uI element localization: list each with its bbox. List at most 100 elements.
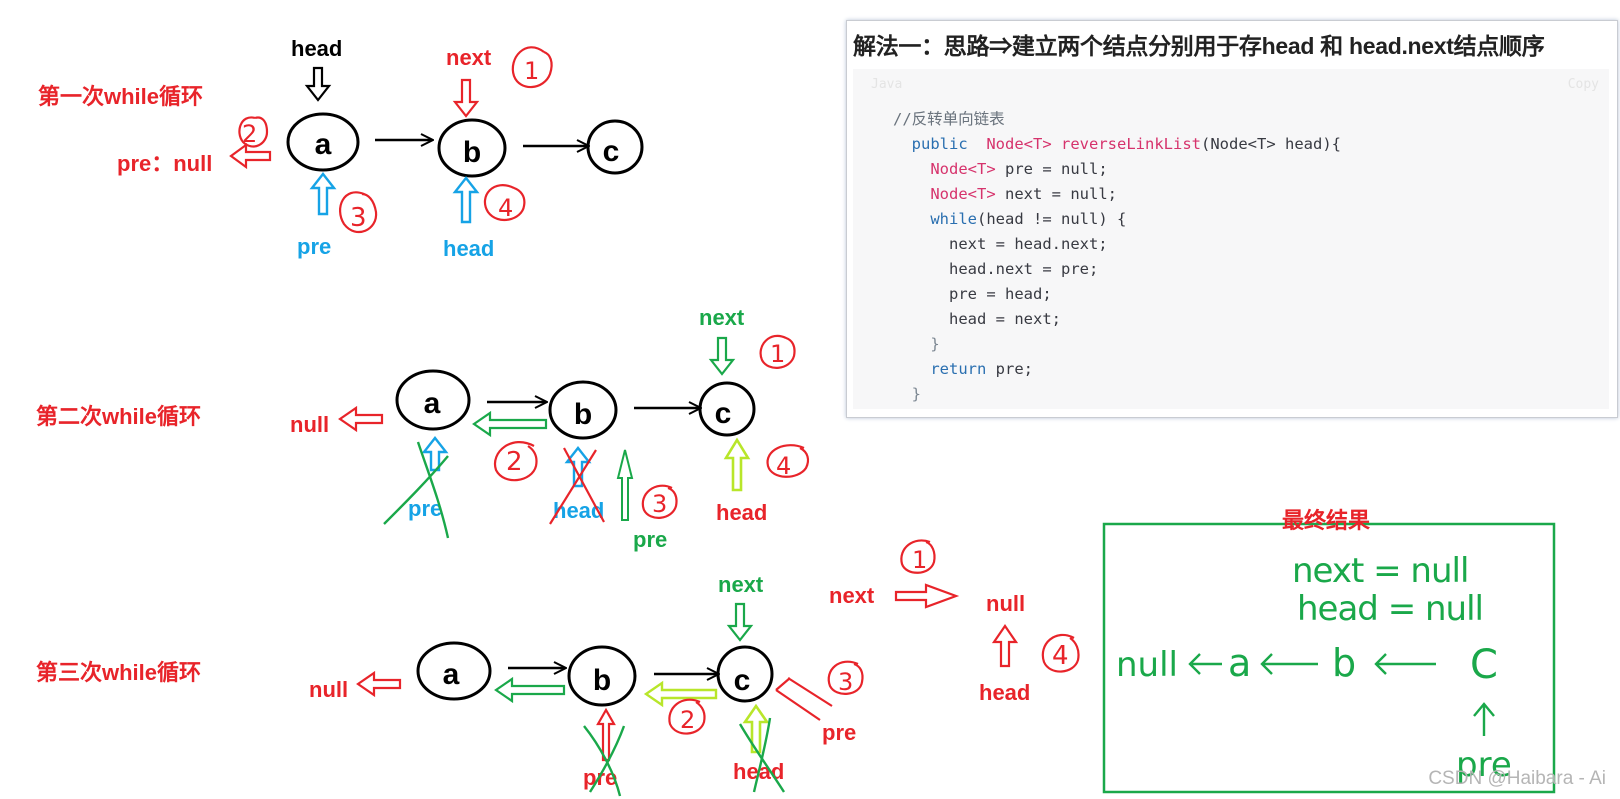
- round3-pre-arrow: [775, 677, 833, 721]
- round2-old-pre-arrow: [421, 436, 449, 472]
- round2-node-a-label: a: [424, 387, 441, 420]
- round1-node-b: [437, 118, 507, 178]
- round2-label: 第二次while循环: [36, 404, 201, 429]
- round2-step2: 2: [506, 447, 523, 477]
- final-result-box: [1102, 522, 1556, 794]
- round2-pre-arrow: [616, 449, 634, 521]
- round3-next-arrow: [894, 583, 960, 609]
- final-line-next: next = null: [1292, 551, 1468, 591]
- round3-head-label: head: [979, 680, 1030, 705]
- round2-head-arrow: [723, 437, 751, 492]
- round2-step1: 1: [770, 340, 785, 368]
- round3-cross-pre-1: [583, 725, 622, 797]
- round2-node-b: [548, 380, 618, 440]
- round1-step1: 1: [524, 57, 539, 85]
- round3-step1: 1: [912, 546, 927, 574]
- round3-node-b-label: b: [593, 664, 611, 697]
- final-result: 最终结果 next = null head = null null a b C …: [1102, 508, 1556, 794]
- round3: 第三次while循环 next a b c null pre head pre …: [36, 539, 1080, 797]
- round3-node-a-label: a: [443, 658, 460, 691]
- code-type-pre: Node<T>: [930, 160, 996, 178]
- code-method-name: reverseLinkList: [1061, 135, 1201, 153]
- final-arrow-b-a: [1260, 653, 1318, 675]
- round3-pre-label: pre: [822, 720, 856, 745]
- round3-old-pre-arrow: [596, 707, 616, 762]
- round1-pre-null-label: pre：null: [117, 151, 212, 176]
- round1-node-a: [286, 112, 360, 172]
- code-return-type: Node<T>: [986, 135, 1052, 153]
- round1-next-arrow: [452, 78, 480, 118]
- code-line-8: head = next;: [949, 310, 1061, 328]
- round2-old-head-label: head: [553, 498, 604, 523]
- round3-next-label: next: [829, 583, 875, 608]
- round2-head-label: head: [716, 500, 767, 525]
- round1-head-label: head: [443, 236, 494, 261]
- code-lines: //反转单向链表 public Node<T> reverseLinkList (…: [893, 107, 1341, 407]
- round3-node-a: [416, 641, 492, 701]
- round1-node-b-label: b: [463, 136, 481, 169]
- round2-step2-circle: [493, 441, 538, 482]
- round2-node-c-label: c: [715, 397, 732, 430]
- round2-next-arrow: [708, 336, 736, 376]
- copy-button[interactable]: Copy: [1567, 77, 1599, 92]
- final-chain-b: b: [1332, 641, 1356, 685]
- round2-step4-circle: [766, 444, 810, 478]
- code-comment: //反转单向链表: [893, 110, 1005, 128]
- round2-cross-pre-1: [416, 441, 450, 539]
- round2-null-arrow: [338, 405, 384, 433]
- code-line-6: head.next = pre;: [949, 260, 1099, 278]
- round1: 第一次while循环 head next a b c pre：null pre …: [38, 36, 644, 261]
- round3-null-arrow: [356, 670, 402, 698]
- code-type-next: Node<T>: [930, 185, 996, 203]
- code-close-while: }: [930, 335, 940, 353]
- code-public: public: [911, 135, 968, 153]
- round2-null-label: null: [290, 412, 329, 437]
- round3-step2: 2: [680, 706, 695, 734]
- code-line-pre: pre = null;: [1005, 160, 1108, 178]
- round3-step1-circle: [900, 539, 936, 574]
- round2-reverse-arrow-b-a: [472, 410, 548, 438]
- round3-cross-head-2: [752, 717, 772, 793]
- round2-step4: 4: [776, 452, 791, 480]
- round3-step4-circle: [1041, 633, 1080, 673]
- round1-next-label: next: [446, 45, 492, 70]
- round3-step2-circle: [668, 698, 706, 735]
- final-pre-label: pre: [1456, 745, 1512, 785]
- round1-step2-circle: [238, 116, 269, 148]
- round2-next-label: next: [699, 305, 745, 330]
- round2-cross-head-1: [563, 447, 605, 523]
- code-block: Java Copy //反转单向链表 public Node<T> revers…: [853, 69, 1609, 409]
- round3-reverse-arrow-b-a: [494, 676, 566, 704]
- code-panel: 解法一：思路⇒建立两个结点分别用于存head 和 head.next结点顺序 J…: [846, 20, 1618, 418]
- code-line-next: next = null;: [1005, 185, 1117, 203]
- final-result-title: 最终结果: [1282, 508, 1370, 533]
- code-language-label: Java: [871, 77, 903, 92]
- final-arrow-c-b: [1374, 653, 1436, 675]
- watermark: CSDN @Haibara - Ai: [1428, 768, 1606, 789]
- final-line-head: head = null: [1297, 589, 1483, 629]
- final-chain-a: a: [1228, 641, 1251, 685]
- code-line-5: next = head.next;: [949, 235, 1108, 253]
- final-pre-arrow: [1473, 702, 1495, 736]
- round3-step4: 4: [1052, 641, 1069, 671]
- round2-node-a: [395, 369, 471, 431]
- round2-pre-label: pre: [633, 527, 667, 552]
- round3-node-b: [567, 645, 637, 707]
- round1-step1-circle: [511, 46, 553, 89]
- code-close-method: }: [911, 385, 922, 403]
- round3-step3-circle: [827, 660, 864, 695]
- round2-step1-circle: [759, 334, 796, 369]
- round3-old-head-arrow: [742, 703, 770, 754]
- round1-head-top-label: head: [291, 36, 342, 61]
- round3-null-label: null: [309, 677, 348, 702]
- round3-next-top-arrow: [726, 602, 754, 642]
- round2-step3: 3: [652, 490, 667, 518]
- round3-head-arrow: [991, 624, 1019, 668]
- round1-label: 第一次while循环: [38, 84, 203, 109]
- code-while-cond: (head != null) {: [977, 210, 1127, 228]
- final-chain-c: C: [1470, 642, 1498, 688]
- round1-step3-circle: [339, 191, 378, 234]
- round3-cross-pre-2: [588, 725, 626, 793]
- round3-label: 第三次while循环: [36, 660, 201, 685]
